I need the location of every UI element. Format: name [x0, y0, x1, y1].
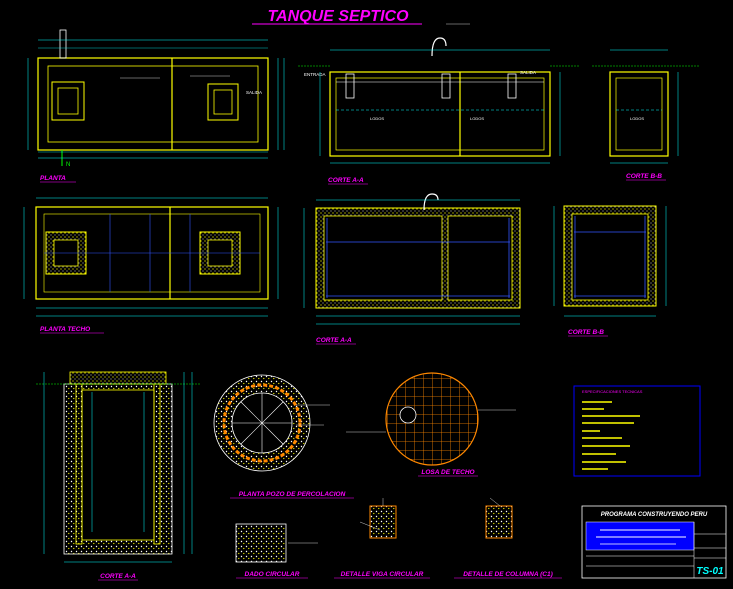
view-losa-techo: LOSA DE TECHO [346, 372, 516, 477]
view-detalle-viga: DETALLE VIGA CIRCULAR [334, 498, 430, 579]
planta-label: PLANTA [40, 175, 66, 182]
corte-bb-mid-chamber [571, 213, 649, 301]
corte-bb-mid-label: CORTE B-B [568, 329, 604, 336]
planta-techo-outer [35, 206, 269, 300]
corte-bb-top-label: CORTE B-B [626, 173, 662, 180]
specs-heading: ESPECIFICACIONES TECNICAS [582, 389, 643, 394]
planta-outer-wall [37, 57, 269, 151]
view-dado-circular: DADO CIRCULAR [235, 523, 318, 579]
view-corte-aa-bottom: CORTE A-A [36, 371, 200, 581]
planta-manhole-2-inner [213, 89, 233, 115]
corte-aa-top-vent-pipe [431, 37, 447, 57]
corte-aa-top-label: CORTE A-A [328, 177, 364, 184]
view-corte-bb-top: LODOS CORTE B-B [592, 49, 700, 181]
columna-leader [489, 497, 501, 507]
corte-aa-bottom-label: CORTE A-A [100, 573, 136, 580]
corte-aa-top-wall [329, 71, 551, 157]
pozo-wall-ring [222, 383, 302, 463]
planta-techo-label: PLANTA TECHO [40, 326, 90, 333]
specs-lines [582, 401, 640, 470]
view-corte-bb-mid: CORTE B-B [553, 205, 667, 337]
corte-aa-top-salida: SALIDA [520, 70, 536, 75]
detalle-columna-label: DETALLE DE COLUMNA (C1) [463, 571, 553, 578]
pozo-corte-slab [69, 371, 167, 385]
corte-aa-top-mid-tee [441, 73, 451, 99]
losa-techo-label: LOSA DE TECHO [421, 469, 474, 476]
corte-aa-top-outlet-tee [507, 73, 517, 99]
specs-box: ESPECIFICACIONES TECNICAS [573, 385, 701, 477]
losa-opening [399, 406, 417, 424]
view-detalle-columna: DETALLE DE COLUMNA (C1) [454, 497, 562, 579]
planta-salida-label: SALIDA [246, 90, 262, 95]
dado-circular-label: DADO CIRCULAR [245, 571, 300, 578]
drawing-title: TANQUE SEPTICO [267, 8, 409, 25]
corte-aa-mid-chamber-1 [323, 215, 443, 301]
corte-aa-top-inlet-tee [345, 73, 355, 99]
corte-aa-mid-vent-pipe [423, 193, 439, 211]
title-block: PROGRAMA CONSTRUYENDO PERU TS-01 [581, 505, 727, 579]
viga-section [369, 505, 397, 539]
planta-inner-wall [47, 65, 259, 143]
corte-bb-top-wall [609, 71, 669, 157]
view-planta-techo: PLANTA TECHO [23, 197, 279, 334]
corte-bb-top-inner [615, 77, 663, 151]
planta-manhole-1 [51, 81, 85, 121]
corte-aa-mid-chamber-2 [447, 215, 513, 301]
planta-inlet-pipe [59, 29, 67, 59]
title-block-band [585, 521, 695, 551]
specs-frame [573, 385, 701, 477]
corte-aa-top-lodos-2: LODOS [470, 116, 484, 121]
view-planta: N SALIDA PLANTA [27, 29, 285, 183]
pozo-sectors [232, 393, 292, 453]
corte-aa-top-entrada: ENTRADA [304, 72, 326, 77]
detalle-viga-label: DETALLE VIGA CIRCULAR [341, 571, 424, 578]
corte-aa-top-inner [335, 77, 545, 151]
losa-circle [385, 372, 479, 466]
planta-north-label: N [66, 162, 70, 168]
viga-leader [359, 521, 381, 531]
corte-aa-mid-label: CORTE A-A [316, 337, 352, 344]
dado-body [235, 523, 287, 563]
view-corte-aa-mid: CORTE A-A [303, 193, 521, 345]
view-planta-pozo: PLANTA POZO DE PERCOLACION [213, 374, 354, 499]
corte-bb-top-lodos: LODOS [630, 116, 644, 121]
corte-aa-top-lodos-1: LODOS [370, 116, 384, 121]
title-block-program: PROGRAMA CONSTRUYENDO PERU [601, 512, 708, 518]
planta-pozo-label: PLANTA POZO DE PERCOLACION [239, 491, 346, 498]
view-corte-aa-top: ENTRADA SALIDA LODOS LODOS CORTE A-A [298, 23, 580, 185]
sheet-code: TS-01 [696, 566, 724, 577]
columna-section [485, 505, 513, 539]
planta-manhole-1-inner [57, 87, 79, 115]
planta-manhole-2 [207, 83, 239, 121]
pozo-corte-well-interior [81, 389, 155, 541]
title-block-frame [581, 505, 727, 579]
